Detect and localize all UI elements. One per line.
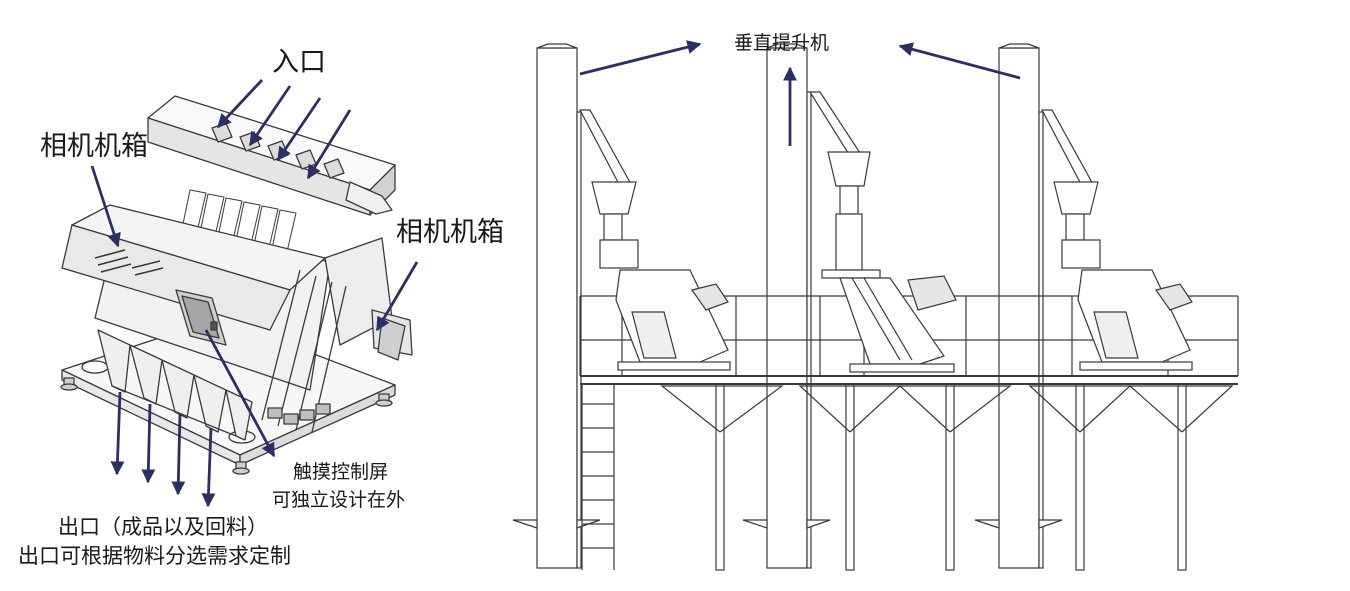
elevator-arrows [579,40,1021,146]
camera-box-left-label: 相机机箱 [40,131,148,162]
elevator-column-2 [766,47,808,569]
elevator-column-1 [536,47,578,569]
elevator-label: 垂直提升机 [734,32,830,54]
camera-left-arrow [90,165,121,248]
camera-right-arrow [375,261,419,332]
access-ladder [581,384,615,570]
sorter-unit-1 [591,181,731,371]
outlet-hoppers [97,329,253,441]
touchscreen-label-2: 可独立设计在外 [272,489,406,511]
sorter-arrows [90,79,419,508]
inlet-arrow-1 [216,79,264,129]
elevator-column-3 [998,47,1040,569]
sorter-unit-2 [821,151,957,373]
inlet-arrow-3 [276,97,322,162]
sorter-unit-3 [1053,181,1193,371]
elevator-arrow-left [579,40,702,76]
ejector-valves [267,403,331,425]
outlet-arrow-4 [201,427,216,508]
touch-screen [175,289,227,346]
elevator-arrow-right [898,42,1021,80]
touchscreen-arrow [204,329,276,458]
inlet-label: 入口 [272,47,326,78]
outlet-label-2: 出口可根据物料分选需求定制 [18,544,291,568]
color-sorter-machine [60,95,413,475]
air-pipe [345,181,393,215]
platform-elevation [512,43,1239,571]
outlet-arrow-3 [171,413,186,496]
inlet-arrow-4 [306,109,352,180]
outlet-arrow-2 [141,403,156,484]
vent-slots [94,249,164,276]
inlet-arrow-2 [248,85,292,147]
machine-feet [60,377,393,475]
outlet-label-1: 出口（成品以及回料） [58,515,268,539]
camera-box-right-label: 相机机箱 [396,217,504,248]
touchscreen-label-1: 触摸控制屏 [293,461,389,483]
outlet-arrow-1 [110,391,125,476]
support-legs [660,383,1234,571]
